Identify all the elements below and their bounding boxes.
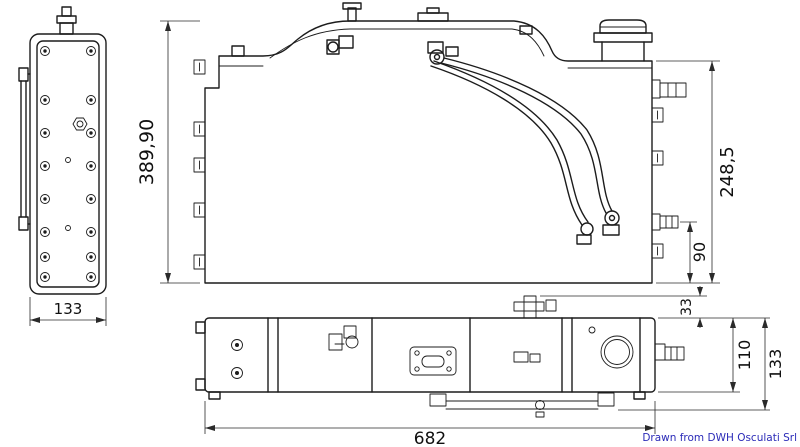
dimensions: 133 389,90 248,5 90 33 110 133 682 bbox=[29, 20, 785, 447]
dome-plate-fitting bbox=[417, 7, 449, 22]
side-view bbox=[18, 6, 107, 295]
side-pipe-fitting-bottom bbox=[18, 216, 29, 231]
hose-barbs bbox=[651, 79, 687, 231]
dim-top-fitting-height: 33 bbox=[679, 298, 695, 316]
dim-front-height-right: 248,5 bbox=[717, 146, 738, 198]
dim-top-total-height: 133 bbox=[766, 349, 785, 380]
valve-assembly bbox=[328, 325, 359, 351]
dim-top-body-height: 110 bbox=[735, 340, 754, 371]
access-plate bbox=[409, 346, 457, 376]
tee-fitting bbox=[513, 295, 557, 319]
dim-front-fitting-height: 90 bbox=[690, 242, 709, 262]
hoses bbox=[427, 41, 620, 245]
mounting-lugs bbox=[193, 59, 664, 270]
dim-side-width: 133 bbox=[54, 300, 83, 318]
valve-fitting bbox=[326, 35, 354, 55]
return-pipe bbox=[429, 392, 615, 418]
filler-cap bbox=[593, 19, 653, 62]
shoulder-fitting bbox=[231, 45, 245, 57]
vent-t-handle bbox=[342, 2, 362, 22]
side-view-bolts bbox=[40, 46, 96, 282]
credit-text: Drawn from DWH Osculati Srl bbox=[642, 432, 797, 444]
dim-overall-length: 682 bbox=[414, 429, 446, 447]
top-view bbox=[195, 295, 685, 418]
dome-nub bbox=[519, 25, 533, 35]
dimension-arrows bbox=[30, 21, 768, 431]
front-view bbox=[193, 2, 687, 284]
hex-bolt bbox=[72, 117, 88, 131]
side-pipe-fitting-top bbox=[18, 67, 29, 82]
pump-bracket bbox=[588, 326, 685, 369]
dim-front-height-total: 389,90 bbox=[136, 119, 158, 185]
